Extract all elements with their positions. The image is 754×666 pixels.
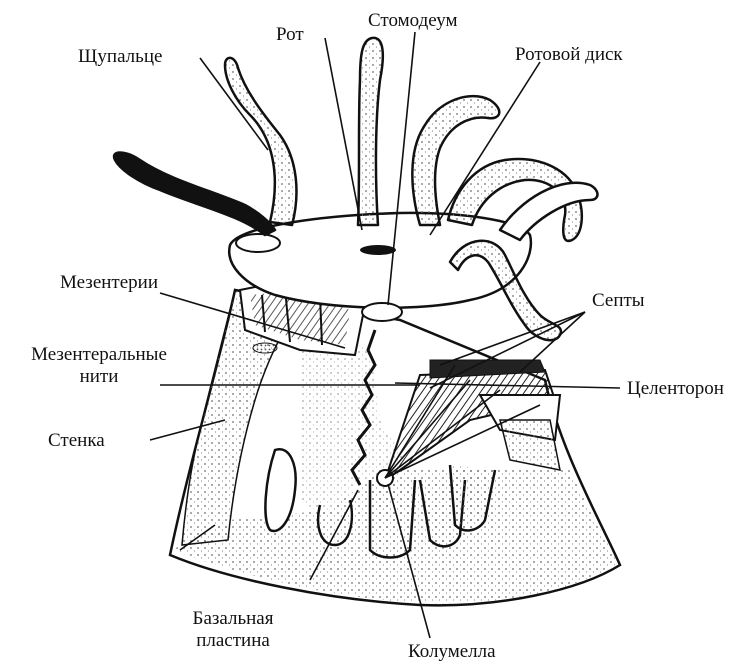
tentacle-hole-left bbox=[236, 234, 280, 252]
label-columella: Колумелла bbox=[408, 641, 496, 663]
label-tentacle: Щупальце bbox=[78, 46, 162, 68]
label-oral-disc: Ротовой диск bbox=[515, 44, 623, 66]
label-basal-plate-line1: Базальная bbox=[168, 608, 298, 630]
label-mouth: Рот bbox=[276, 24, 304, 46]
label-mesenterial-filaments-line2: нити bbox=[8, 366, 190, 388]
label-mesenteries: Мезентерии bbox=[60, 272, 158, 294]
label-basal-plate: Базальная пластина bbox=[168, 608, 298, 652]
stomodeum-tube bbox=[362, 303, 402, 321]
label-wall: Стенка bbox=[48, 430, 105, 452]
label-stomodeum: Стомодеум bbox=[368, 10, 458, 32]
label-basal-plate-line2: пластина bbox=[168, 630, 298, 652]
label-coelenteron: Целенторон bbox=[627, 378, 724, 400]
label-septa: Септы bbox=[592, 290, 645, 312]
mouth-opening bbox=[360, 245, 396, 255]
label-mesenterial-filaments-line1: Мезентеральные bbox=[8, 344, 190, 366]
label-mesenterial-filaments: Мезентеральные нити bbox=[8, 344, 190, 388]
